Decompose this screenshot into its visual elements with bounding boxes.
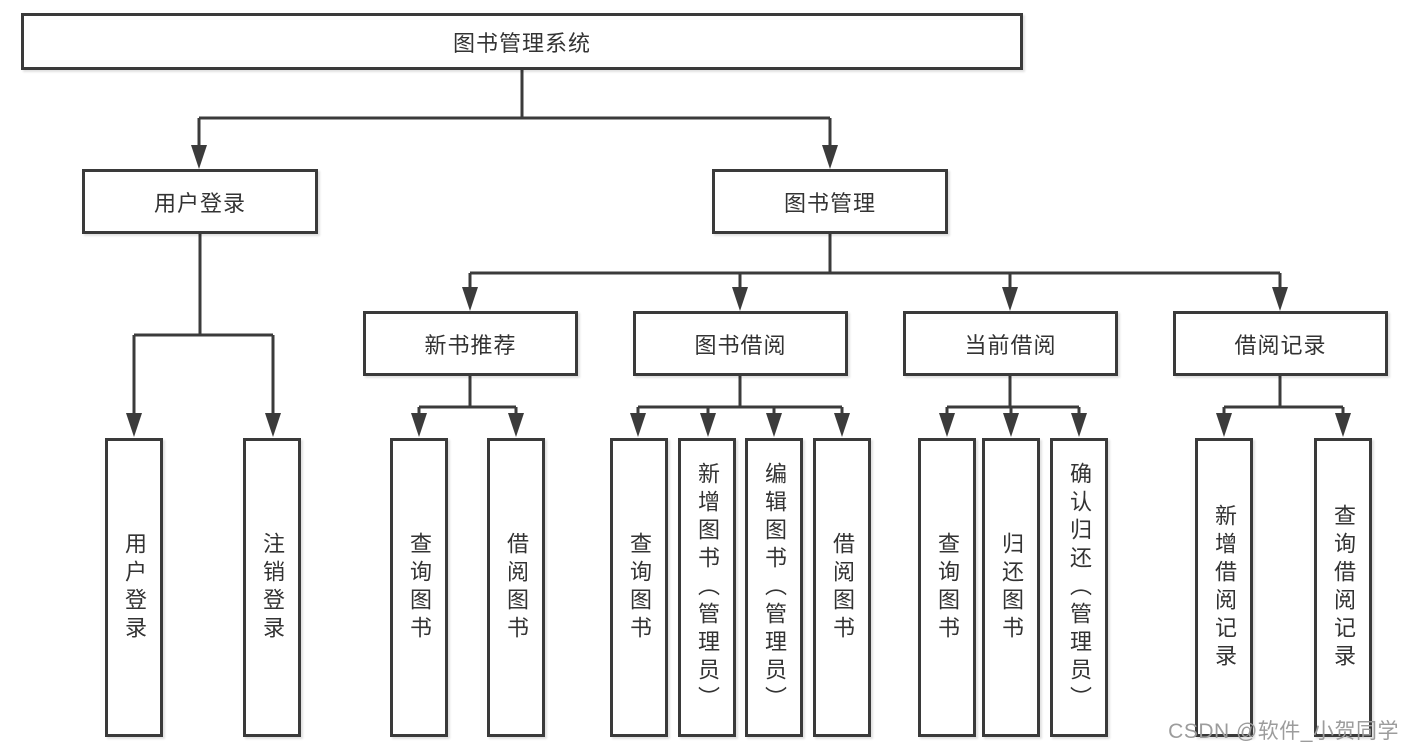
arrowhead — [1216, 413, 1232, 437]
node-book-borrowing: 图书借阅 — [633, 311, 848, 376]
node-current-borrowing: 当前借阅 — [903, 311, 1118, 376]
arrowhead — [630, 413, 646, 437]
arrowhead — [834, 413, 850, 437]
watermark-text: CSDN @软件_小贺同学 — [1168, 720, 1399, 743]
node-query-books-borrowing: 查询图书 — [610, 438, 668, 737]
arrowhead — [462, 287, 478, 311]
node-new-book-recommendation: 新书推荐 — [363, 311, 578, 376]
arrowhead — [700, 413, 716, 437]
node-confirm-return-admin: 确认归还（管理员） — [1050, 438, 1108, 737]
arrowhead — [1002, 287, 1018, 311]
node-return-books: 归还图书 — [982, 438, 1040, 737]
node-borrow-books-recommend: 借阅图书 — [487, 438, 545, 737]
arrowhead — [126, 413, 142, 437]
arrowhead — [191, 145, 207, 169]
node-query-borrow-record: 查询借阅记录 — [1314, 438, 1372, 737]
node-edit-books-admin: 编辑图书（管理员） — [745, 438, 803, 737]
arrowhead — [732, 287, 748, 311]
node-logout: 注销登录 — [243, 438, 301, 737]
node-query-books-recommend: 查询图书 — [390, 438, 448, 737]
arrowhead — [1071, 413, 1087, 437]
node-add-books-admin: 新增图书（管理员） — [678, 438, 736, 737]
arrowhead — [766, 413, 782, 437]
node-borrow-books-borrowing: 借阅图书 — [813, 438, 871, 737]
arrowhead — [508, 413, 524, 437]
node-user-login-leaf: 用户登录 — [105, 438, 163, 737]
node-borrowing-records: 借阅记录 — [1173, 311, 1388, 376]
node-add-borrow-record: 新增借阅记录 — [1195, 438, 1253, 737]
node-book-management: 图书管理 — [712, 169, 948, 234]
node-query-books-current: 查询图书 — [918, 438, 976, 737]
node-user-login: 用户登录 — [82, 169, 318, 234]
arrowhead — [1003, 413, 1019, 437]
arrowhead — [939, 413, 955, 437]
node-library-management-system: 图书管理系统 — [21, 13, 1023, 70]
arrowhead — [265, 413, 281, 437]
arrowhead — [1335, 413, 1351, 437]
arrowhead — [822, 145, 838, 169]
arrowhead — [411, 413, 427, 437]
arrowhead — [1272, 287, 1288, 311]
